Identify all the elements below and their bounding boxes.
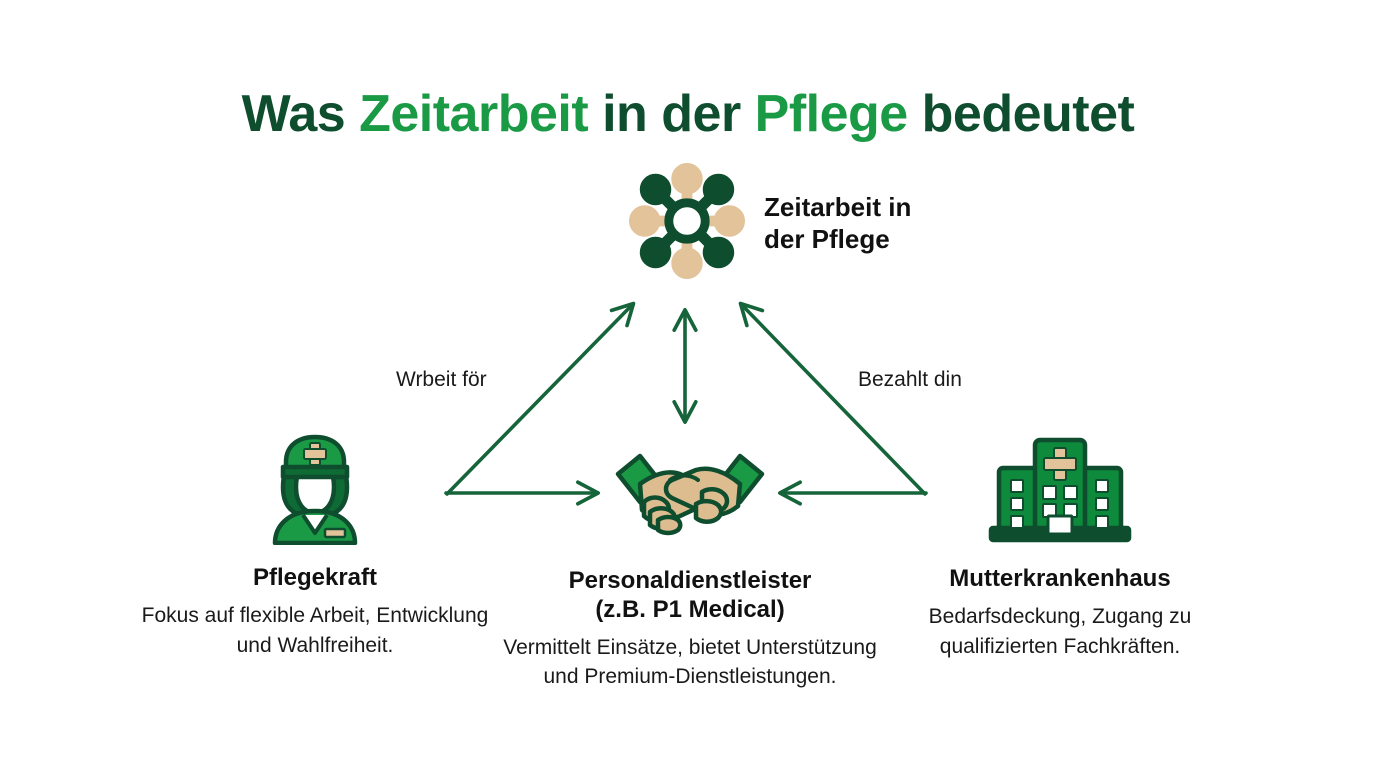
node-mutterkrankenhaus: Mutterkrankenhaus Bedarfsdeckung, Zugang… <box>880 428 1240 661</box>
hub-node: Zeitarbeit in der Pflege <box>628 162 911 285</box>
node-dienstleister-title: Personaldienstleister (z.B. P1 Medical) <box>495 567 885 625</box>
handshake-icon-wrap <box>495 440 885 545</box>
edge-label-right: Bezahlt din <box>858 368 962 391</box>
node-mutterkrankenhaus-title: Mutterkrankenhaus <box>949 565 1171 592</box>
hospital-icon <box>985 428 1135 551</box>
node-pflegekraft-title: Pflegekraft <box>252 564 378 591</box>
title-word-1: Was <box>241 84 360 143</box>
handshake-icon <box>610 440 770 545</box>
hub-label: Zeitarbeit in der Pflege <box>764 192 911 255</box>
page-title: Was Zeitarbeit in der Pflege bedeutet <box>0 87 1376 142</box>
network-hub-icon <box>628 162 746 285</box>
nurse-icon <box>261 425 369 550</box>
hub-label-line2: der Pflege <box>764 223 890 254</box>
node-mutterkrankenhaus-desc: Bedarfsdeckung, Zugang zu qualifizierten… <box>928 604 1192 658</box>
node-dienstleister-title-line2: (z.B. P1 Medical) <box>595 595 785 623</box>
node-pflegekraft: Pflegekraft Fokus auf flexible Arbeit, E… <box>135 425 495 660</box>
title-word-3: in der <box>602 84 755 143</box>
node-pflegekraft-desc: Fokus auf flexible Arbeit, Entwicklung u… <box>141 603 489 657</box>
hospital-icon-wrap <box>880 428 1240 551</box>
node-dienstleister: Personaldienstleister (z.B. P1 Medical) … <box>495 440 885 692</box>
title-word-2: Zeitarbeit <box>359 84 603 143</box>
hub-label-line1: Zeitarbeit in <box>764 191 912 222</box>
nurse-icon-wrap <box>135 425 495 550</box>
title-word-5: bedeutet <box>921 84 1135 143</box>
title-word-4: Pflege <box>754 84 922 143</box>
node-dienstleister-desc: Vermittelt Einsätze, bietet Unterstützun… <box>503 635 877 689</box>
edge-label-left: Wrbeit för <box>396 368 487 391</box>
node-dienstleister-title-line1: Personaldienstleister <box>568 567 812 594</box>
